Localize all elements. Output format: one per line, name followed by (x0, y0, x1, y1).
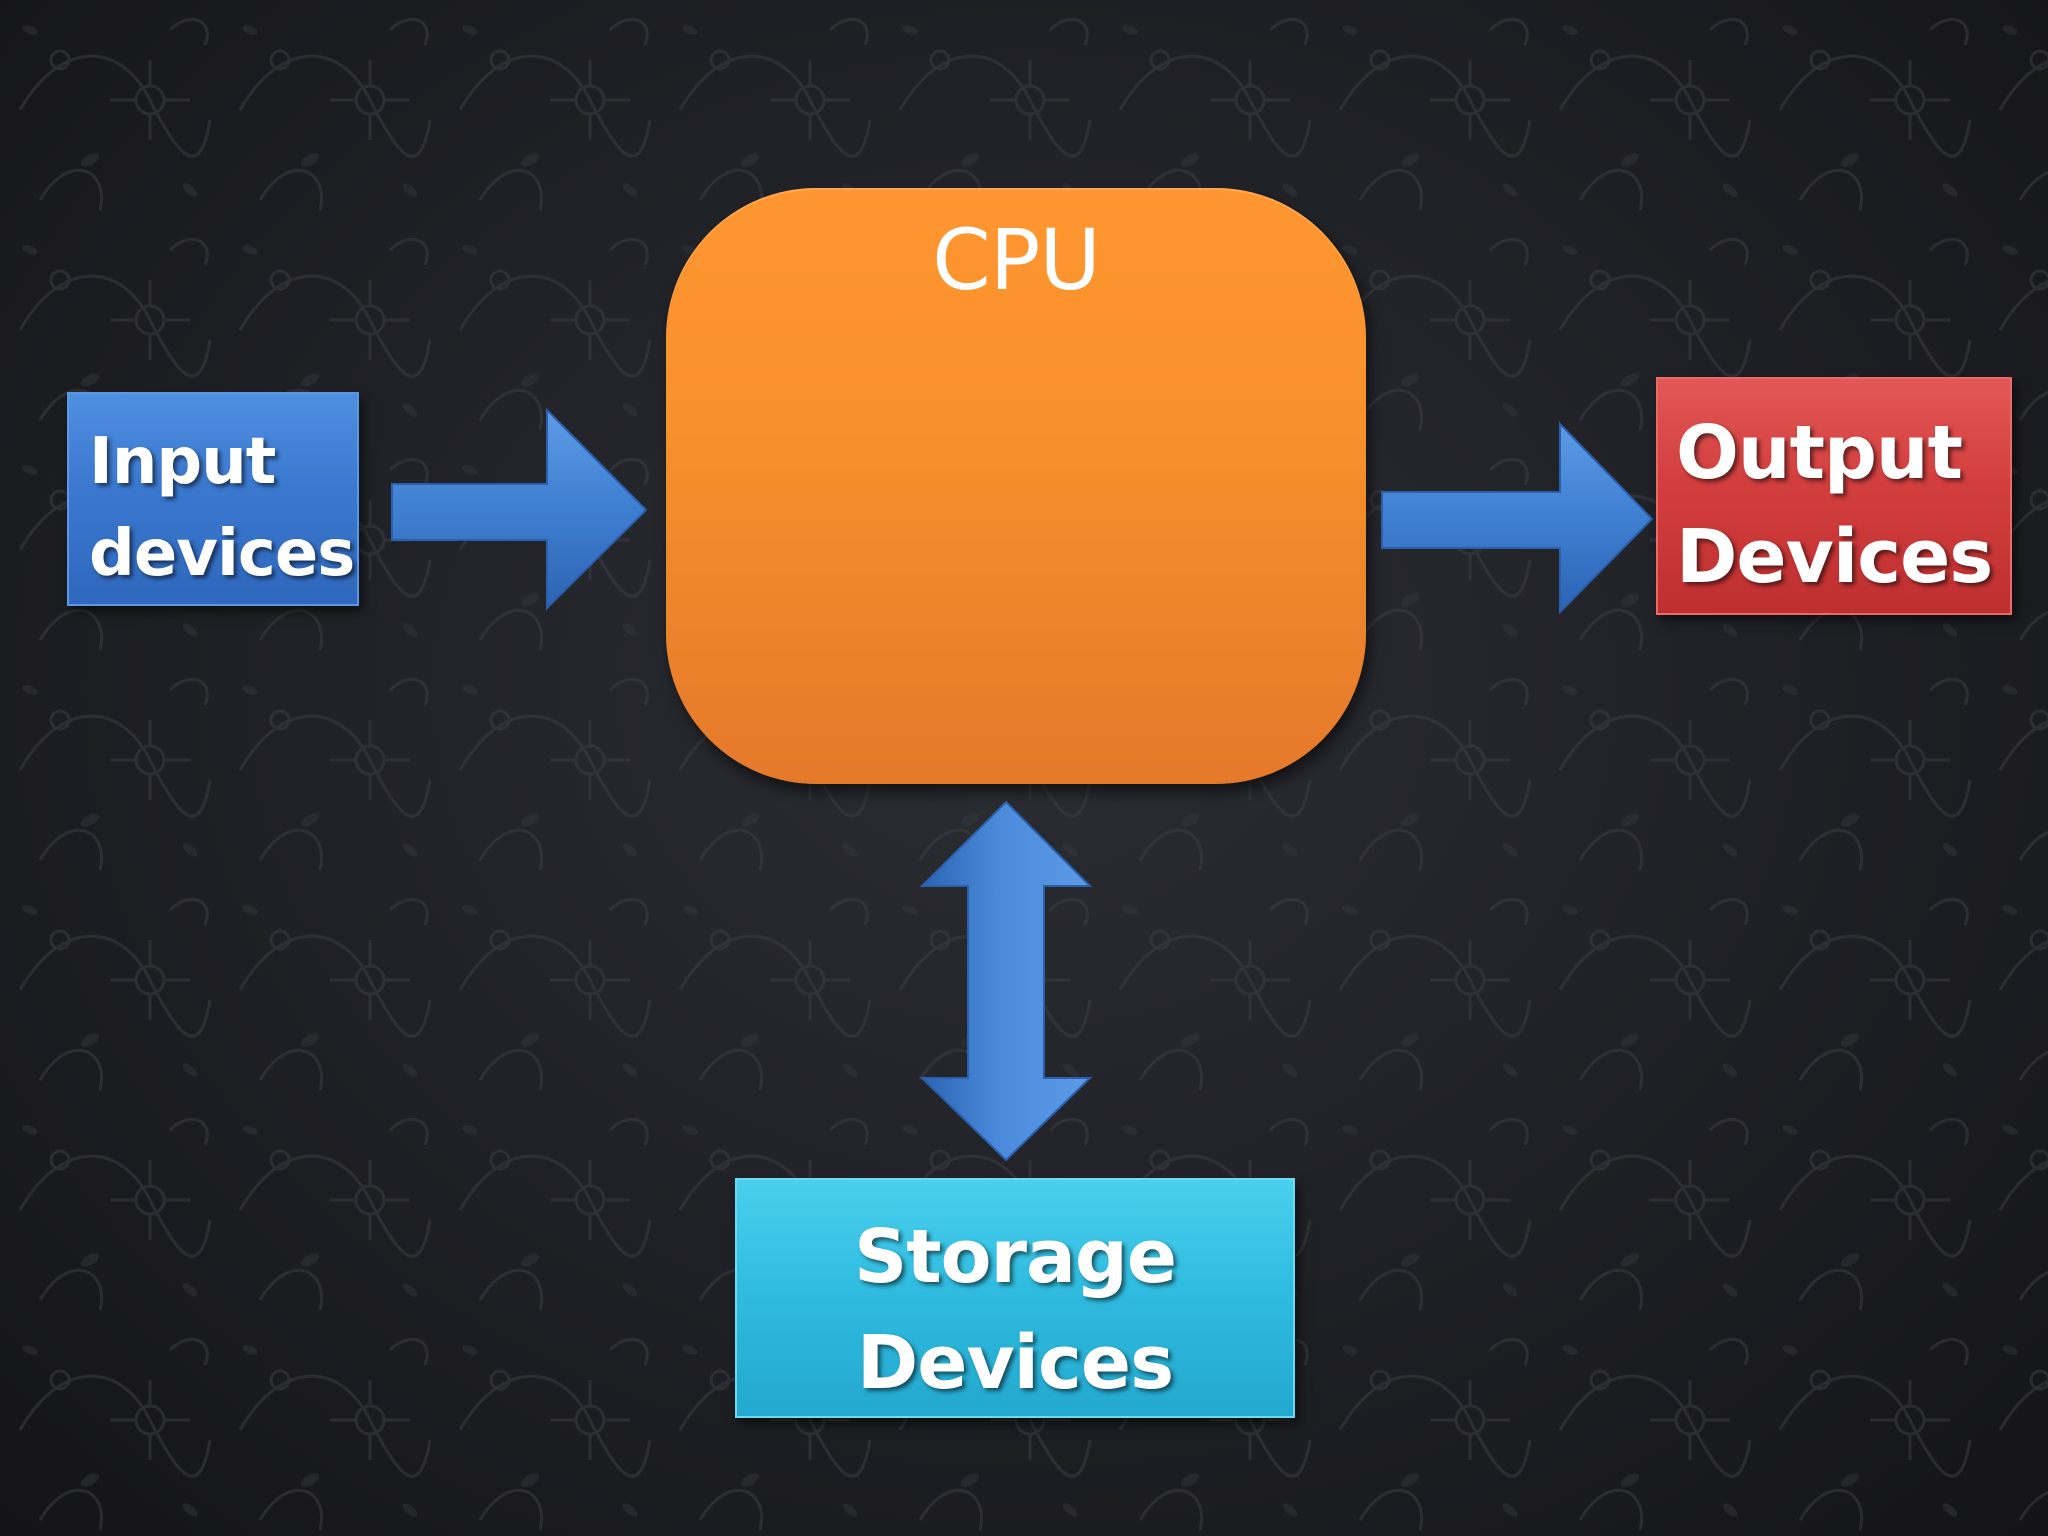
cpu-box: CPU (666, 188, 1366, 784)
input-devices-label-line-2: devices (89, 517, 355, 591)
storage-devices-label-line-2: Devices (856, 1320, 1174, 1406)
output-devices-label-line-2: Devices (1676, 514, 1993, 600)
cpu-label: CPU (932, 211, 1101, 309)
output-devices-box: Output Devices (1656, 377, 2012, 615)
storage-devices-label-line-1: Storage (853, 1214, 1177, 1300)
output-devices-label-line-1: Output (1676, 410, 1963, 496)
cpu-storage-double-arrow (919, 800, 1093, 1162)
input-devices-box: Input devices (67, 392, 359, 606)
input-devices-label-line-1: Input (89, 425, 276, 499)
storage-devices-box: Storage Devices (735, 1178, 1295, 1418)
cpu-to-output-arrow (1381, 421, 1654, 615)
input-to-cpu-arrow (391, 407, 648, 611)
